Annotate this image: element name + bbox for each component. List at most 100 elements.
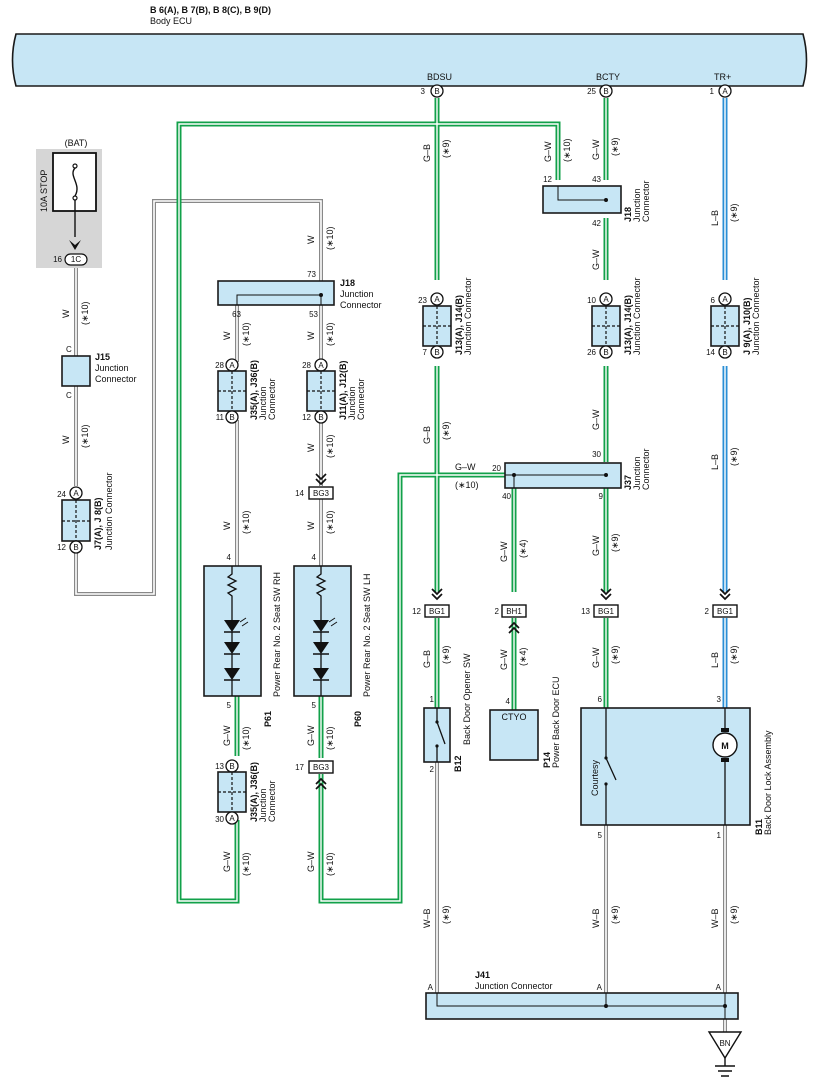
svg-text:3: 3 (717, 695, 722, 704)
svg-text:W–B: W–B (422, 908, 432, 928)
svg-text:63: 63 (232, 310, 241, 319)
svg-text:Junction Connector: Junction Connector (751, 277, 761, 355)
terminal-arrow-icon (69, 240, 81, 250)
svg-text:20: 20 (492, 464, 501, 473)
svg-text:B: B (229, 413, 234, 422)
svg-text:12: 12 (302, 413, 311, 422)
svg-text:W–B: W–B (591, 908, 601, 928)
svg-text:Courtesy: Courtesy (590, 759, 600, 796)
svg-text:28: 28 (215, 361, 224, 370)
svg-text:(∗9): (∗9) (729, 447, 739, 466)
svg-text:Power Back Door ECU: Power Back Door ECU (551, 676, 561, 768)
svg-text:BH1: BH1 (506, 607, 522, 616)
svg-text:Power Rear No. 2 Seat SW RH: Power Rear No. 2 Seat SW RH (272, 572, 282, 697)
svg-text:(∗9): (∗9) (610, 645, 620, 664)
svg-text:B: B (434, 87, 439, 96)
svg-text:(∗9): (∗9) (729, 905, 739, 924)
svg-text:(∗9): (∗9) (441, 905, 451, 924)
svg-text:J41: J41 (475, 970, 490, 980)
inline-bg3-top: 14 BG3 (295, 473, 334, 500)
svg-text:G–W: G–W (591, 139, 601, 160)
svg-text:10: 10 (587, 296, 596, 305)
ground-bn: BN (707, 1031, 743, 1077)
svg-text:5: 5 (598, 831, 603, 840)
svg-text:G–W: G–W (499, 541, 509, 562)
svg-text:A: A (73, 489, 79, 498)
svg-text:4: 4 (506, 697, 511, 706)
connector-j15: C C J15 Junction Connector (61, 345, 137, 400)
svg-text:Junction Connector: Junction Connector (104, 472, 114, 550)
svg-text:G–B: G–B (422, 426, 432, 444)
svg-text:B: B (722, 348, 727, 357)
svg-text:(∗9): (∗9) (729, 203, 739, 222)
svg-text:A: A (716, 983, 722, 992)
svg-text:J18: J18 (340, 278, 355, 288)
svg-text:A: A (597, 983, 603, 992)
svg-text:A: A (722, 295, 728, 304)
fuse-source: (BAT) (65, 138, 88, 148)
svg-text:6: 6 (711, 296, 716, 305)
svg-text:(∗10): (∗10) (241, 852, 251, 876)
svg-text:A: A (229, 814, 235, 823)
svg-text:L–B: L–B (710, 210, 720, 226)
terminal-bcty: BCTY (596, 72, 620, 82)
connector-j13-j14-left: 23 A 7 B J13(A), J14(B) Junction Connect… (418, 277, 473, 359)
ecu-connectors-label: B 6(A), B 7(B), B 8(C), B 9(D) (150, 5, 271, 15)
svg-text:(∗10): (∗10) (325, 852, 335, 876)
svg-text:Connector: Connector (267, 378, 277, 420)
wire-labels: W (∗10) W (∗10) W (∗10) W (∗10) W (∗10) … (61, 137, 739, 928)
svg-text:A: A (318, 361, 324, 370)
svg-text:(∗10): (∗10) (325, 726, 335, 750)
svg-text:23: 23 (418, 296, 427, 305)
svg-text:14: 14 (706, 348, 715, 357)
connector-j35-bottom: 13 B 30 A J35(A), J36(B) Junction Connec… (215, 759, 277, 825)
svg-text:A: A (722, 87, 728, 96)
ecu-pin-bdsu: 3 B (421, 84, 444, 98)
svg-text:BN: BN (719, 1039, 730, 1048)
svg-text:C: C (66, 391, 72, 400)
svg-text:Junction: Junction (258, 386, 268, 420)
svg-text:Connector: Connector (356, 378, 366, 420)
svg-text:5: 5 (312, 701, 317, 710)
svg-text:(∗9): (∗9) (441, 421, 451, 440)
svg-text:J13(A), J14(B): J13(A), J14(B) (454, 295, 464, 355)
component-b11-lock-assembly: 6 3 5 1 Courtesy M B11 Back Door Lock As… (580, 695, 773, 840)
svg-text:G–B: G–B (422, 650, 432, 668)
svg-text:G–W: G–W (455, 462, 476, 472)
svg-text:Junction: Junction (340, 289, 374, 299)
svg-text:Junction Connector: Junction Connector (475, 981, 553, 991)
svg-text:28: 28 (302, 361, 311, 370)
svg-text:Connector: Connector (267, 780, 277, 822)
svg-text:40: 40 (502, 492, 511, 501)
wires-green-core (178, 98, 607, 902)
svg-text:P14: P14 (542, 752, 552, 768)
svg-text:25: 25 (587, 87, 596, 96)
svg-text:G–W: G–W (222, 725, 232, 746)
svg-text:(∗10): (∗10) (241, 322, 251, 346)
svg-text:11: 11 (216, 413, 225, 422)
svg-text:W: W (61, 309, 71, 318)
svg-text:6: 6 (598, 695, 603, 704)
svg-text:A: A (428, 983, 434, 992)
svg-text:Back Door Opener SW: Back Door Opener SW (462, 653, 472, 745)
svg-text:(∗9): (∗9) (729, 645, 739, 664)
fuse-pin-ref (64, 253, 88, 266)
svg-text:(∗9): (∗9) (441, 139, 451, 158)
svg-text:26: 26 (587, 348, 596, 357)
svg-text:(∗10): (∗10) (241, 510, 251, 534)
svg-text:Junction: Junction (632, 188, 642, 222)
component-p61-seat-sw-rh: 4 5 P61 Power Rear No. 2 Seat SW RH (203, 553, 282, 727)
component-p14-back-door-ecu: 4 CTYO P14 Power Back Door ECU (489, 676, 561, 768)
svg-text:J18: J18 (623, 207, 633, 222)
svg-text:73: 73 (307, 270, 316, 279)
svg-text:J35(A), J36(B): J35(A), J36(B) (249, 762, 259, 822)
svg-text:12: 12 (412, 607, 421, 616)
svg-text:4: 4 (312, 553, 317, 562)
svg-text:(∗10): (∗10) (562, 138, 572, 162)
svg-text:5: 5 (227, 701, 232, 710)
svg-text:(∗4): (∗4) (518, 647, 528, 666)
svg-text:12: 12 (57, 543, 66, 552)
svg-text:1: 1 (430, 695, 435, 704)
svg-text:BG3: BG3 (313, 763, 330, 772)
svg-text:A: A (603, 295, 609, 304)
